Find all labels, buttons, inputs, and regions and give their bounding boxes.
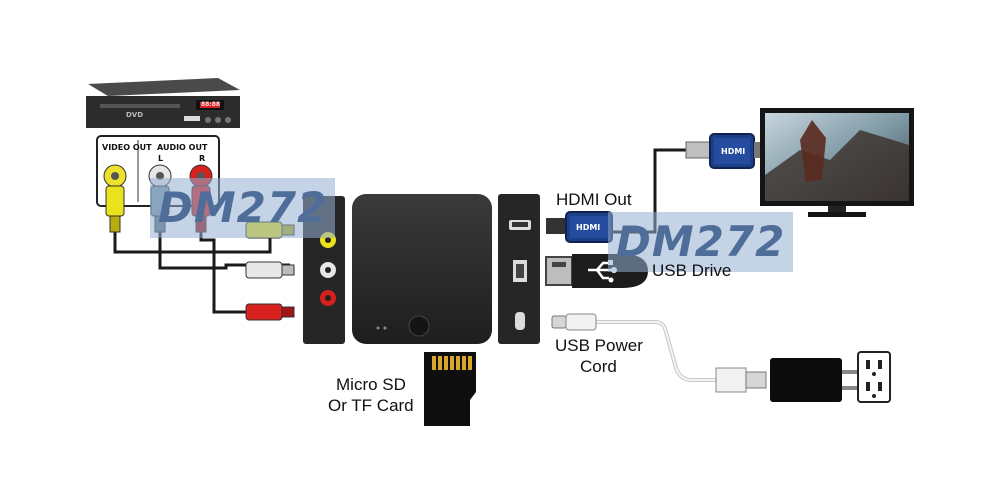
converter-box [352, 194, 492, 344]
usb-power-cord [551, 313, 767, 393]
power-adapter [770, 358, 858, 402]
converter-right-panel [498, 194, 540, 344]
usb-power-label-line1: USB Power [555, 336, 643, 355]
micro-sd-card [424, 352, 476, 426]
audio-out-label: AUDIO OUT [157, 143, 208, 152]
hdmi-plug-text: HDMI [576, 223, 601, 232]
micro-sd-label-line2: Or TF Card [328, 396, 414, 415]
watermark-right: DM272 [608, 212, 794, 272]
audio-right-label: R [199, 154, 206, 163]
dvd-display [200, 102, 220, 108]
video-out-label: VIDEO OUT [102, 143, 152, 152]
tv [760, 108, 914, 217]
hdmi-out-label: HDMI Out [556, 190, 632, 209]
usb-power-label-line2: Cord [580, 357, 617, 376]
micro-sd-label-line1: Micro SD [336, 375, 406, 394]
wall-outlet [857, 351, 891, 403]
audio-left-label: L [158, 154, 164, 163]
dvd-usb-port [184, 116, 200, 121]
dvd-badge: DVD [126, 111, 144, 119]
tv-hdmi-plug-text: HDMI [721, 147, 746, 156]
dvd-display-text: 88:88 [201, 101, 221, 108]
dvd-player [86, 78, 240, 128]
usb-drive-label: USB Drive [652, 261, 732, 280]
watermark-left: DM272 [150, 178, 336, 238]
